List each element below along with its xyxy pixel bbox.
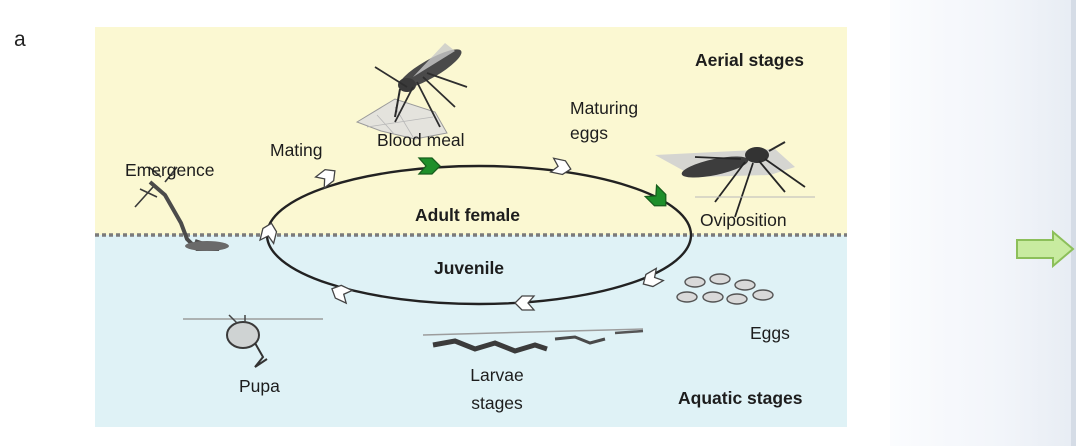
- maturing-eggs-label-line1: Maturing: [570, 98, 638, 118]
- adult-female-label: Adult female: [415, 205, 520, 225]
- right-background: [890, 0, 1076, 446]
- mating-label: Mating: [270, 140, 323, 160]
- aquatic-stages-label: Aquatic stages: [678, 388, 802, 408]
- pupa-label: Pupa: [239, 376, 280, 396]
- maturing-eggs-label-line2: eggs: [570, 123, 608, 143]
- larvae-label-line2: stages: [457, 393, 537, 413]
- blood-meal-label: Blood meal: [377, 130, 465, 150]
- scroll-edge: [1071, 0, 1076, 446]
- life-cycle-diagram: Aerial stages Aquatic stages Adult femal…: [95, 27, 847, 427]
- oviposition-label: Oviposition: [700, 210, 787, 230]
- aerial-stages-label: Aerial stages: [695, 50, 804, 70]
- emergence-label: Emergence: [125, 160, 215, 180]
- next-arrow-icon[interactable]: [1015, 229, 1076, 269]
- juvenile-label: Juvenile: [434, 258, 504, 278]
- panel-label: a: [14, 28, 26, 52]
- eggs-label: Eggs: [750, 323, 790, 343]
- larvae-label-line1: Larvae: [457, 365, 537, 385]
